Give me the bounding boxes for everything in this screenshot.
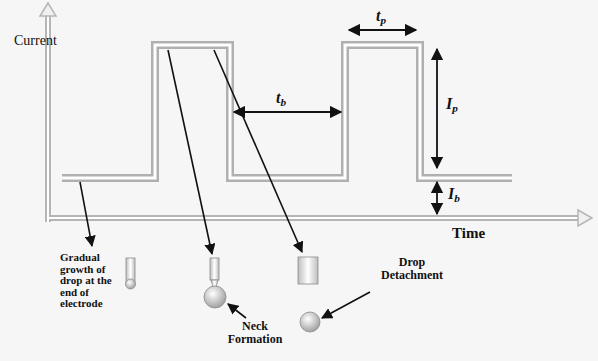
annotation: Drop Detachment	[372, 256, 452, 281]
axes	[40, 3, 592, 226]
annotation: Neck Formation	[222, 320, 288, 345]
leader-lines	[80, 50, 370, 318]
electrode-drops	[126, 257, 321, 332]
axis-label: Time	[452, 226, 512, 242]
pulse-waveform	[62, 45, 512, 178]
dimension-label: Ip	[446, 96, 476, 115]
dimension-label: tp	[376, 8, 406, 27]
axis-label: Current	[14, 34, 84, 49]
dimension-arrows	[234, 30, 437, 214]
dimension-label: tb	[276, 90, 306, 109]
annotation: Gradual growth of drop at the end of ele…	[60, 252, 118, 310]
dimension-label: Ib	[448, 186, 478, 205]
